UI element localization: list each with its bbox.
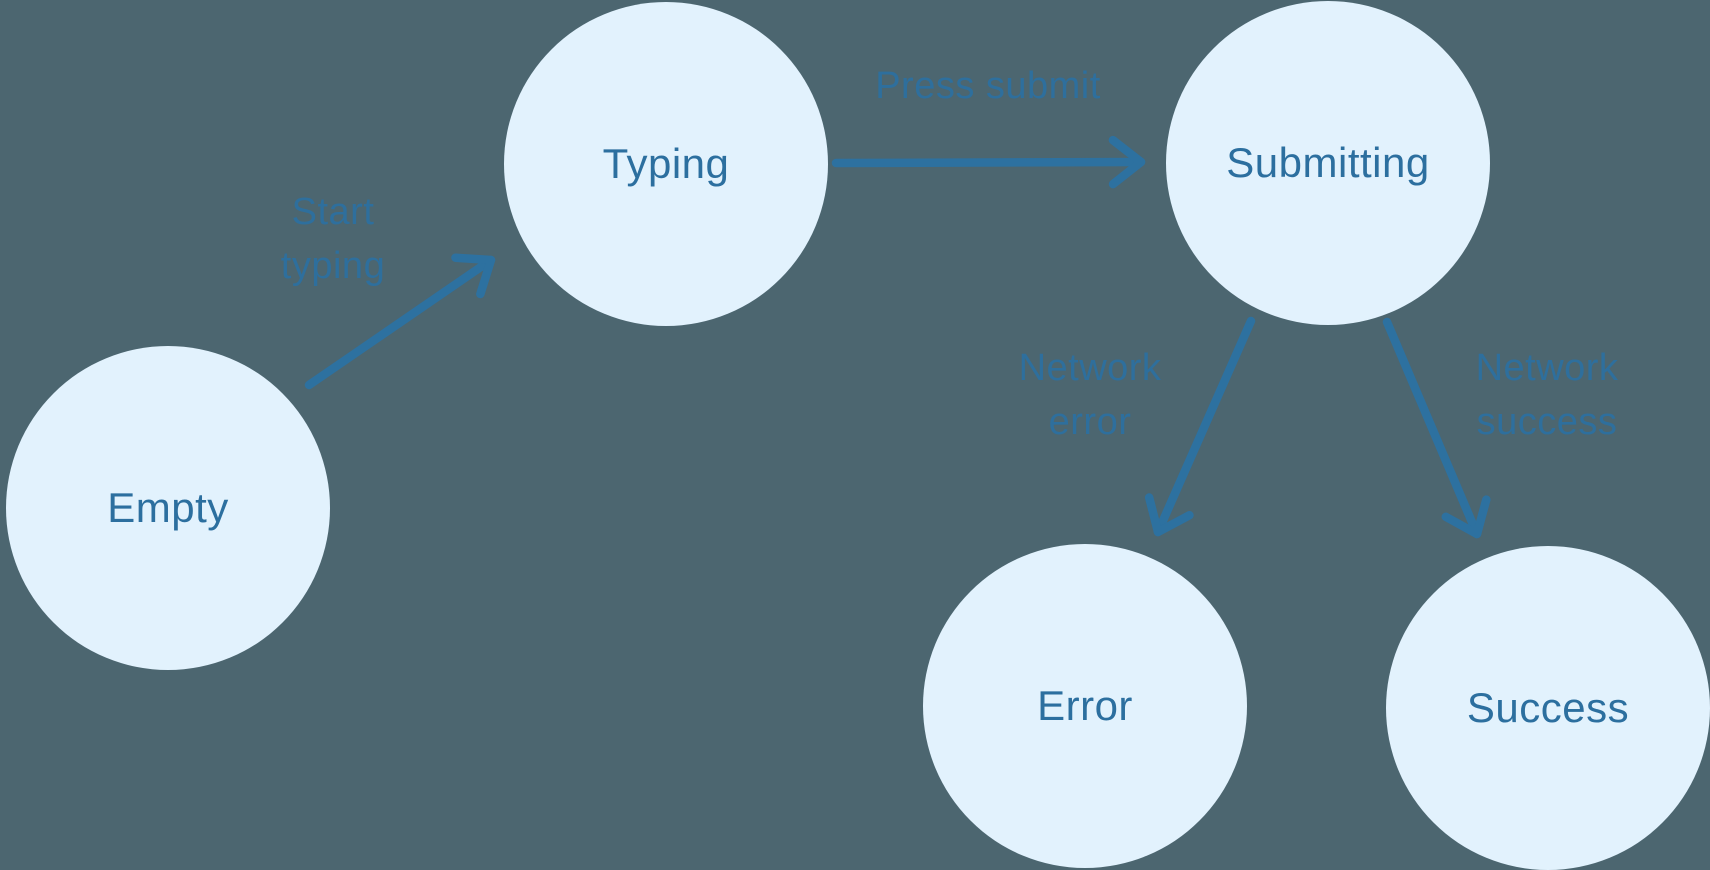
arrow-start-typing: [304, 253, 496, 390]
state-node-error: Error: [923, 544, 1247, 868]
arrow-network-success: [1382, 317, 1491, 539]
state-node-success: Success: [1386, 546, 1710, 870]
state-label-submitting: Submitting: [1226, 139, 1430, 186]
state-label-success: Success: [1466, 684, 1630, 731]
state-label-error: Error: [1037, 682, 1133, 729]
arrow-network-error: [1144, 316, 1256, 537]
transition-label-network-success: Network success: [1475, 347, 1619, 443]
state-node-typing: Typing: [504, 2, 828, 326]
transition-label-network-error: Network error: [1018, 347, 1162, 443]
state-label-typing: Typing: [602, 140, 730, 187]
state-node-empty: Empty: [6, 346, 330, 670]
state-label-empty: Empty: [107, 484, 229, 531]
arrow-press-submit: [831, 135, 1146, 189]
state-node-submitting: Submitting: [1166, 1, 1490, 325]
transition-label-start-typing: Start typing: [280, 191, 386, 287]
transition-label-press-submit: Press submit: [875, 65, 1101, 108]
